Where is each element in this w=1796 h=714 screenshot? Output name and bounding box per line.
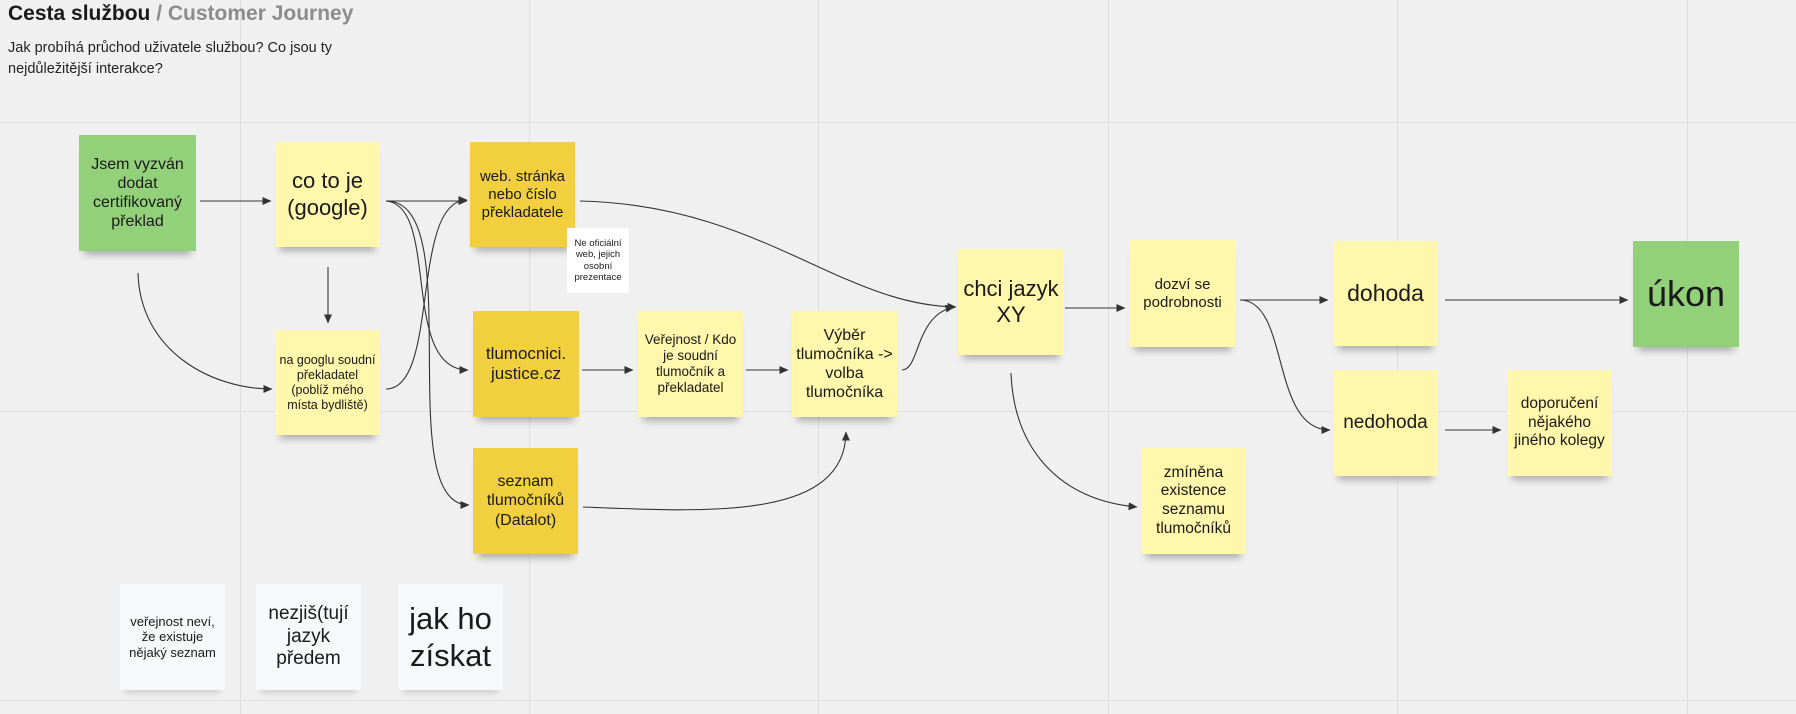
sticky-note-verejnost-nevi[interactable]: veřejnost neví, že existuje nějaký sezna… bbox=[120, 584, 225, 690]
board-subtitle: Jak probíhá průchod uživatele službou? C… bbox=[8, 40, 333, 77]
sticky-note-doporuceni[interactable]: doporučení nějakého jiného kolegy bbox=[1507, 370, 1612, 476]
grid-line bbox=[0, 411, 1796, 412]
sticky-note-googlu[interactable]: na googlu soudní překladatel (poblíž méh… bbox=[275, 330, 380, 435]
sticky-note-vyzvan[interactable]: Jsem vyzván dodat certifikovaný překlad bbox=[79, 135, 196, 251]
connector bbox=[582, 431, 850, 511]
board-title: Cesta službou / Customer Journey bbox=[8, 2, 353, 26]
connector bbox=[385, 196, 468, 390]
connector bbox=[1239, 299, 1331, 434]
sticky-note-web[interactable]: web. stránka nebo číslo překladatele bbox=[470, 142, 575, 247]
comment-note-web[interactable]: Ne oficiální web, jejich osobní prezenta… bbox=[567, 228, 629, 293]
grid-line bbox=[1108, 0, 1109, 714]
sticky-note-justice[interactable]: tlumocnici. justice.cz bbox=[473, 311, 579, 417]
connector bbox=[385, 200, 469, 374]
board-title-main: Cesta službou bbox=[8, 2, 151, 25]
connector bbox=[901, 304, 955, 371]
sticky-note-seznam[interactable]: seznam tlumočníků (Datalot) bbox=[473, 448, 578, 554]
connector bbox=[137, 272, 273, 393]
sticky-note-nedohoda[interactable]: nedohoda bbox=[1333, 370, 1438, 476]
sticky-note-ukon[interactable]: úkon bbox=[1633, 241, 1739, 347]
sticky-note-nezjistuji[interactable]: nezjiš(tují jazyk předem bbox=[256, 584, 361, 690]
sticky-note-google[interactable]: co to je (google) bbox=[275, 142, 380, 247]
grid-line bbox=[0, 700, 1796, 701]
grid-line bbox=[240, 0, 241, 714]
sticky-note-dohoda[interactable]: dohoda bbox=[1333, 241, 1438, 346]
grid-line bbox=[0, 122, 1796, 123]
connector bbox=[1010, 372, 1138, 511]
grid-line bbox=[1397, 0, 1398, 714]
sticky-note-verejnost[interactable]: Veřejnost / Kdo je soudní tlumočník a př… bbox=[638, 311, 743, 417]
grid-line bbox=[1687, 0, 1688, 714]
sticky-note-vyber[interactable]: Výběr tlumočníka -> volba tlumočníka bbox=[792, 311, 897, 417]
sticky-note-chci[interactable]: chci jazyk XY bbox=[958, 249, 1064, 355]
connector bbox=[385, 200, 470, 509]
connector bbox=[579, 200, 957, 311]
sticky-note-dozvi[interactable]: dozví se podrobnosti bbox=[1129, 240, 1236, 347]
board-title-suffix: / Customer Journey bbox=[156, 2, 354, 25]
sticky-note-jak-ho[interactable]: jak ho získat bbox=[398, 584, 503, 690]
sticky-note-zminena[interactable]: zmíněna existence seznamu tlumočníků bbox=[1141, 448, 1246, 554]
